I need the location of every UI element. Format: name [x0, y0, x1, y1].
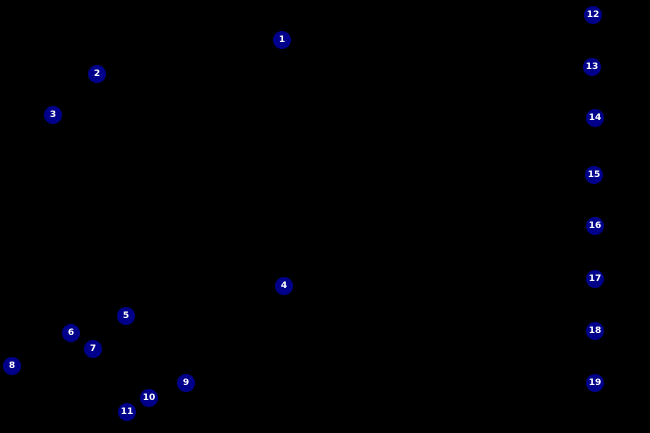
marker-17[interactable]: 17 — [586, 270, 604, 288]
marker-11[interactable]: 11 — [118, 403, 136, 421]
marker-9[interactable]: 9 — [177, 374, 195, 392]
marker-6[interactable]: 6 — [62, 324, 80, 342]
marker-8[interactable]: 8 — [3, 357, 21, 375]
marker-14[interactable]: 14 — [586, 109, 604, 127]
marker-19[interactable]: 19 — [586, 374, 604, 392]
marker-3[interactable]: 3 — [44, 106, 62, 124]
marker-12[interactable]: 12 — [584, 6, 602, 24]
marker-5[interactable]: 5 — [117, 307, 135, 325]
marker-15[interactable]: 15 — [585, 166, 603, 184]
marker-2[interactable]: 2 — [88, 65, 106, 83]
marker-1[interactable]: 1 — [273, 31, 291, 49]
marker-4[interactable]: 4 — [275, 277, 293, 295]
marker-16[interactable]: 16 — [586, 217, 604, 235]
marker-7[interactable]: 7 — [84, 340, 102, 358]
marker-13[interactable]: 13 — [583, 58, 601, 76]
marker-18[interactable]: 18 — [586, 322, 604, 340]
marker-10[interactable]: 10 — [140, 389, 158, 407]
